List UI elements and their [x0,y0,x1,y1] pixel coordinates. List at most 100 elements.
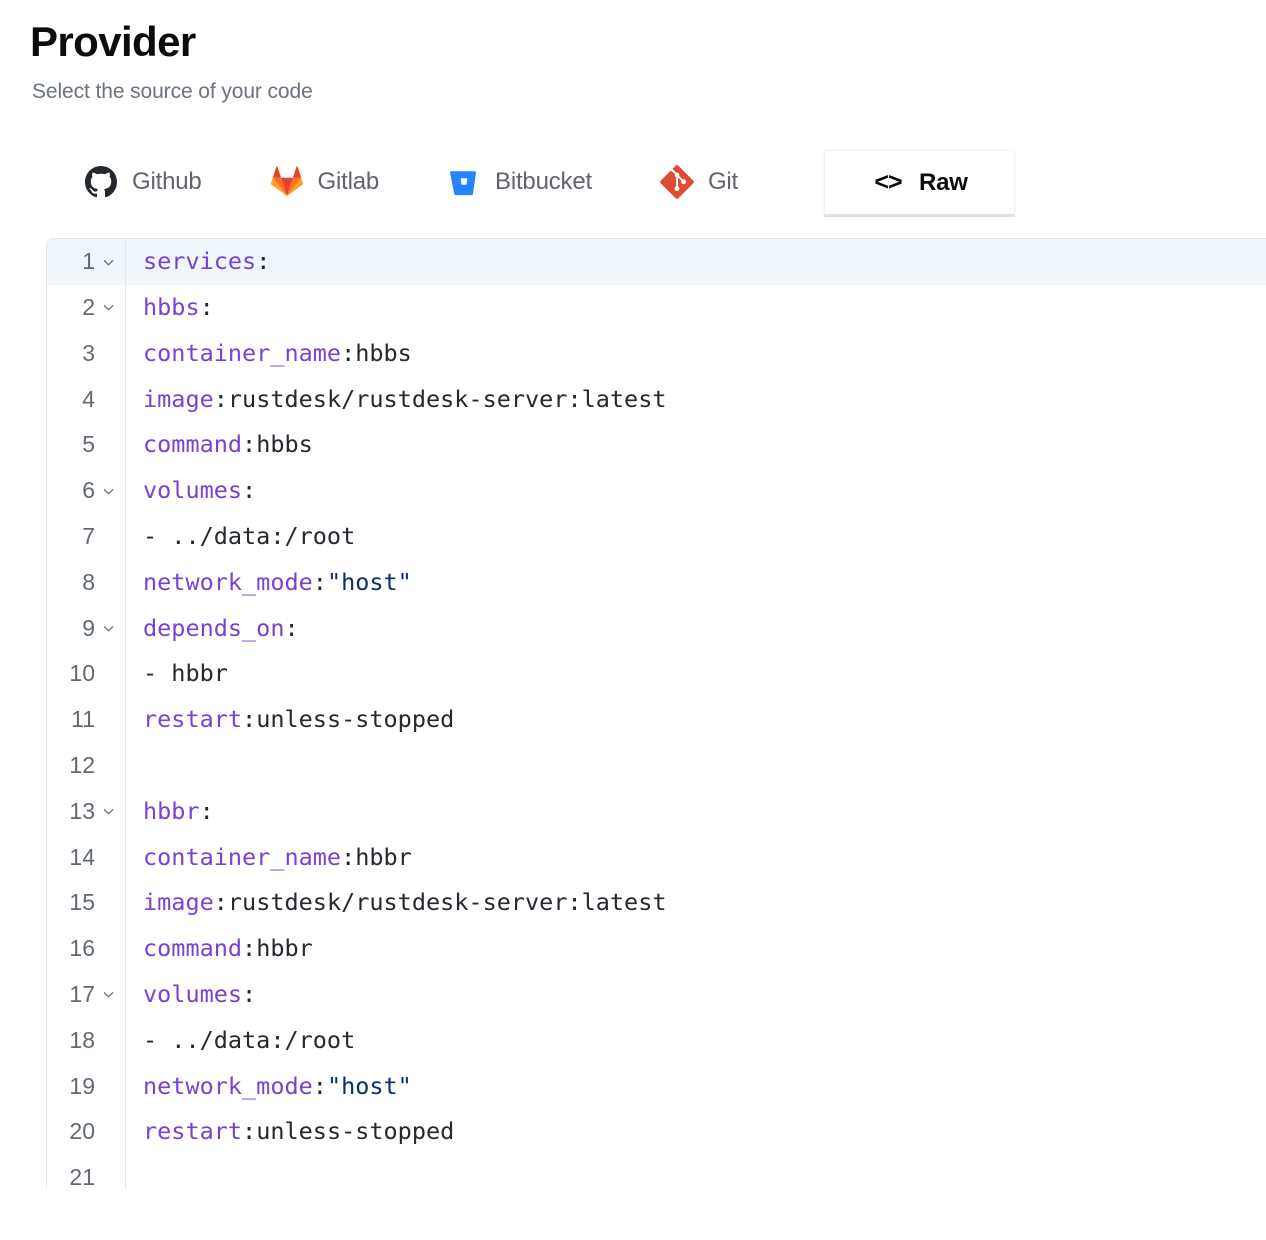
line-number: 1 [82,248,95,275]
code-line[interactable]: 15 image: rustdesk/rustdesk-server:lates… [47,880,1266,927]
code-line-text[interactable]: image: rustdesk/rustdesk-server:latest [126,377,1266,423]
line-number: 11 [71,706,95,733]
code-line[interactable]: 1 services: [47,239,1266,286]
chevron-down-icon[interactable] [97,987,119,1002]
yaml-key: network_mode [143,567,313,596]
yaml-value: "host" [326,1071,412,1100]
code-line-text[interactable]: network_mode: "host" [126,1064,1266,1110]
line-number: 14 [69,843,95,870]
tab-gitlab[interactable]: Gitlab [246,150,404,214]
yaml-key: restart [143,705,243,734]
code-line-text[interactable]: hbbs: [126,285,1266,331]
gutter-separator [125,834,126,881]
line-number-gutter: 5 [47,422,125,468]
page-title: Provider [30,18,196,65]
code-line[interactable]: 4 image: rustdesk/rustdesk-server:latest [47,376,1266,423]
code-line-text[interactable]: services: [126,239,1266,285]
code-line-text[interactable]: - ../data:/root [126,514,1266,560]
line-number-gutter: 4 [47,377,125,423]
line-number: 18 [69,1026,95,1053]
yaml-value: unless-stopped [256,1117,455,1146]
code-line-text[interactable]: container_name: hbbr [126,835,1266,881]
code-line-text[interactable] [126,1155,1266,1188]
code-line[interactable]: 9 depends_on: [47,605,1266,652]
line-number-gutter: 16 [47,926,125,972]
line-number-gutter: 18 [47,1018,125,1064]
code-line-text[interactable]: command: hbbs [126,422,1266,468]
chevron-down-icon[interactable] [97,621,119,636]
gutter-separator [125,788,126,835]
line-number-gutter: 21 [47,1155,125,1188]
code-line-text[interactable]: - ../data:/root [126,1018,1266,1064]
code-line[interactable]: 19 network_mode: "host" [47,1063,1266,1110]
gutter-separator [125,422,126,469]
yaml-colon: : [242,934,257,963]
line-number: 21 [69,1164,95,1189]
code-line[interactable]: 16 command: hbbr [47,926,1266,973]
chevron-down-icon[interactable] [97,255,119,270]
code-line-text[interactable]: network_mode: "host" [126,560,1266,606]
code-line[interactable]: 13 hbbr: [47,788,1266,835]
tab-git[interactable]: Git [636,150,762,214]
code-line-text[interactable]: volumes: [126,468,1266,514]
yaml-value: hbbr [256,934,313,963]
code-line[interactable]: 21 [47,1155,1266,1189]
gitlab-icon [270,165,304,199]
gutter-separator [125,468,126,515]
line-number-gutter: 7 [47,514,125,560]
line-number: 4 [82,385,95,412]
yaml-key: image [143,888,214,917]
code-line-text[interactable]: command: hbbr [126,926,1266,972]
tab-bitbucket[interactable]: Bitbucket [423,150,616,214]
code-line[interactable]: 18 - ../data:/root [47,1017,1266,1064]
code-line[interactable]: 8 network_mode: "host" [47,559,1266,606]
gutter-separator [125,880,126,927]
code-line-text[interactable]: volumes: [126,972,1266,1018]
code-line[interactable]: 10 - hbbr [47,651,1266,698]
chevron-down-icon[interactable] [97,484,119,499]
code-line-text[interactable]: hbbr: [126,789,1266,835]
line-number-gutter: 1 [47,239,125,285]
tab-label: Gitlab [317,168,380,196]
yaml-colon: : [199,796,214,825]
code-line-text[interactable]: - hbbr [126,651,1266,697]
code-line-text[interactable]: restart: unless-stopped [126,1109,1266,1155]
tab-github[interactable]: Github [60,150,226,214]
code-line[interactable]: 12 [47,743,1266,789]
code-line[interactable]: 14 container_name: hbbr [47,834,1266,881]
chevron-down-icon[interactable] [97,300,119,315]
yaml-colon: : [284,613,299,642]
yaml-key: command [143,934,243,963]
code-line-text[interactable]: container_name: hbbs [126,331,1266,377]
chevron-down-icon[interactable] [97,804,119,819]
code-line[interactable]: 5 command: hbbs [47,422,1266,469]
code-line[interactable]: 20 restart: unless-stopped [47,1109,1266,1156]
code-line-text[interactable]: depends_on: [126,606,1266,652]
code-line[interactable]: 17 volumes: [47,972,1266,1018]
line-number-gutter: 15 [47,880,125,926]
gutter-separator [125,239,126,286]
gutter-separator [125,1063,126,1110]
code-line-text[interactable]: restart: unless-stopped [126,697,1266,743]
line-number: 12 [69,752,95,779]
code-line-text[interactable] [126,743,1266,789]
line-number: 5 [82,431,95,458]
tab-raw[interactable]: <>Raw [824,150,1015,215]
line-number-gutter: 17 [47,972,125,1018]
line-number: 3 [82,339,95,366]
code-line[interactable]: 2 hbbs: [47,285,1266,331]
yaml-colon: : [312,1071,327,1100]
code-line[interactable]: 11 restart: unless-stopped [47,697,1266,744]
line-number: 19 [69,1072,95,1099]
line-number-gutter: 14 [47,835,125,881]
code-line[interactable]: 3 container_name: hbbs [47,330,1266,377]
yaml-key: restart [143,1117,243,1146]
yaml-colon: : [312,567,327,596]
code-line[interactable]: 7 - ../data:/root [47,514,1266,560]
code-line[interactable]: 6 volumes: [47,468,1266,515]
yaml-value: hbbs [256,430,313,459]
code-line-text[interactable]: image: rustdesk/rustdesk-server:latest [126,880,1266,926]
yaml-value: hbbr [355,842,412,871]
